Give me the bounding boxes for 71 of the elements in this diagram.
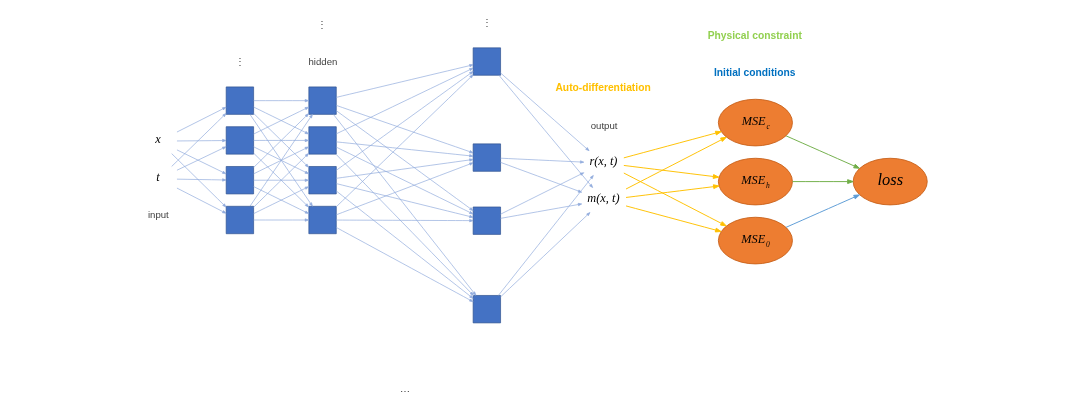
node-ellipse: MSE$_{h}$ bbox=[717, 157, 793, 206]
arrow bbox=[253, 106, 309, 135]
label: ⋯ bbox=[400, 386, 411, 398]
arrow bbox=[785, 135, 860, 169]
label: input bbox=[147, 209, 169, 221]
arrow bbox=[335, 67, 474, 135]
arrow bbox=[335, 146, 474, 215]
node-box bbox=[472, 47, 501, 76]
label: Physical constraint bbox=[707, 30, 802, 42]
arrow bbox=[171, 153, 227, 208]
arrow bbox=[335, 71, 474, 171]
arrow bbox=[335, 64, 474, 98]
arrow bbox=[792, 179, 854, 184]
node-box bbox=[308, 86, 337, 115]
node-text: t bbox=[156, 170, 160, 185]
arrow bbox=[335, 183, 474, 218]
arrow bbox=[335, 141, 474, 158]
node-box bbox=[225, 166, 254, 195]
arrow bbox=[500, 72, 590, 152]
arrow bbox=[785, 194, 860, 228]
arrow bbox=[253, 218, 309, 222]
arrow bbox=[625, 184, 720, 198]
arrow bbox=[500, 203, 583, 219]
arrow bbox=[498, 175, 594, 296]
arrow bbox=[498, 75, 593, 188]
arrow bbox=[335, 110, 474, 211]
arrow bbox=[623, 164, 720, 179]
arrow bbox=[500, 212, 591, 298]
node-box bbox=[308, 126, 337, 155]
arrow bbox=[335, 227, 474, 303]
arrow bbox=[176, 139, 227, 143]
node-text: x bbox=[155, 132, 161, 147]
arrow bbox=[335, 190, 474, 299]
arrow bbox=[335, 219, 474, 223]
arrow bbox=[176, 187, 227, 214]
label: output bbox=[590, 119, 618, 131]
node-box bbox=[308, 166, 337, 195]
node-text: r(x, t) bbox=[589, 154, 618, 169]
arrow bbox=[625, 136, 727, 190]
arrow bbox=[335, 74, 474, 208]
node-box bbox=[472, 295, 501, 324]
arrow bbox=[335, 158, 474, 179]
label: ⋮ bbox=[234, 55, 245, 67]
label: ⋮ bbox=[481, 16, 492, 28]
node-box bbox=[472, 143, 501, 172]
arrow bbox=[171, 113, 227, 167]
node-box bbox=[225, 126, 254, 155]
node-box bbox=[308, 205, 337, 235]
arrow bbox=[500, 162, 583, 193]
arrow bbox=[253, 113, 309, 168]
label: hidden bbox=[308, 55, 338, 67]
arrow bbox=[176, 106, 227, 133]
arrow bbox=[253, 138, 309, 142]
arrow bbox=[500, 172, 585, 215]
label: Initial conditions bbox=[713, 67, 796, 79]
node-box bbox=[225, 205, 254, 235]
arrow bbox=[253, 99, 309, 103]
node-text: m(x, t) bbox=[587, 191, 620, 206]
label: Auto-differentiation bbox=[555, 81, 651, 93]
label: ⋮ bbox=[317, 18, 328, 30]
arrow bbox=[335, 162, 474, 216]
arrow bbox=[623, 172, 727, 227]
arrow bbox=[335, 153, 474, 296]
arrow bbox=[176, 178, 227, 182]
arrow bbox=[625, 205, 722, 233]
node-box bbox=[472, 206, 501, 235]
arrow bbox=[333, 114, 477, 296]
arrow bbox=[623, 130, 722, 159]
arrow bbox=[335, 105, 474, 154]
arrow bbox=[500, 157, 585, 164]
node-box bbox=[225, 86, 254, 115]
